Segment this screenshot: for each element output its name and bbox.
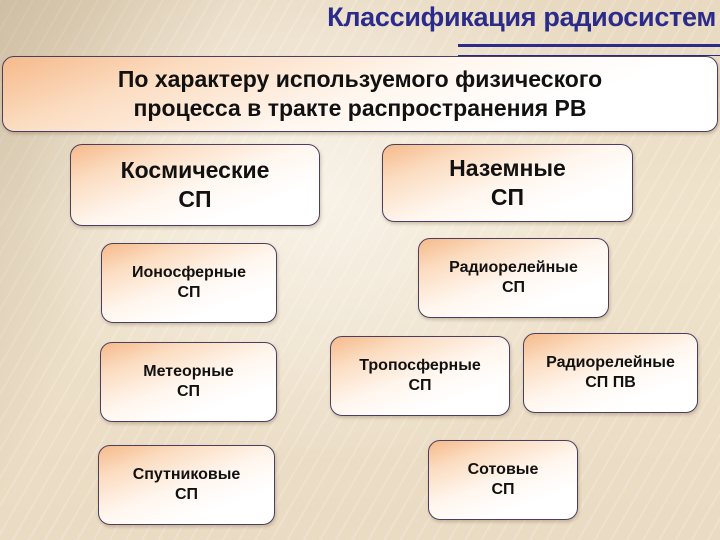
item-ionospheric-line-1: Ионосферные (131, 264, 247, 281)
category-ground-box: Наземные СП (382, 144, 633, 222)
header-line-1: По характеру используемого физического (117, 66, 603, 93)
slide-title: Классификация радиосистем (327, 2, 716, 32)
item-radiorelay-box: Радиорелейные СП (418, 238, 609, 318)
header-line-2: процесса в тракте распространения РВ (133, 95, 587, 121)
item-radiorelay-line-2: СП (501, 279, 526, 296)
item-satellite-line-2: СП (174, 486, 199, 503)
item-radiorelay-line-1: Радиорелейные (449, 259, 578, 276)
item-tropospheric-line-2: СП (408, 377, 432, 394)
item-satellite-line-1: Спутниковые (132, 466, 241, 483)
item-radiorelay-pv-line-2: СП ПВ (585, 374, 636, 391)
category-space-box: Космические СП (70, 144, 320, 226)
category-space-line-2: СП (178, 186, 212, 212)
item-ionospheric-box: Ионосферные СП (101, 243, 277, 323)
item-radiorelay-pv-line-1: Радиорелейные (546, 354, 675, 371)
item-ionospheric-line-2: СП (177, 284, 201, 301)
item-tropospheric-box: Тропосферные СП (330, 336, 510, 416)
item-radiorelay-pv-box: Радиорелейные СП ПВ (523, 333, 698, 413)
category-ground-line-1: Наземные (449, 155, 566, 182)
item-meteor-line-2: СП (176, 383, 201, 400)
item-cellular-line-1: Сотовые (467, 461, 539, 478)
classification-header-box: По характеру используемого физического п… (2, 56, 718, 132)
title-underline (458, 44, 720, 56)
item-tropospheric-line-1: Тропосферные (359, 357, 481, 374)
item-cellular-line-2: СП (491, 481, 515, 498)
category-space-line-1: Космические (120, 157, 270, 184)
item-meteor-line-1: Метеорные (143, 363, 234, 380)
category-ground-line-2: СП (490, 184, 525, 210)
item-meteor-box: Метеорные СП (100, 342, 277, 422)
item-cellular-box: Сотовые СП (428, 440, 578, 520)
item-satellite-box: Спутниковые СП (98, 445, 275, 525)
